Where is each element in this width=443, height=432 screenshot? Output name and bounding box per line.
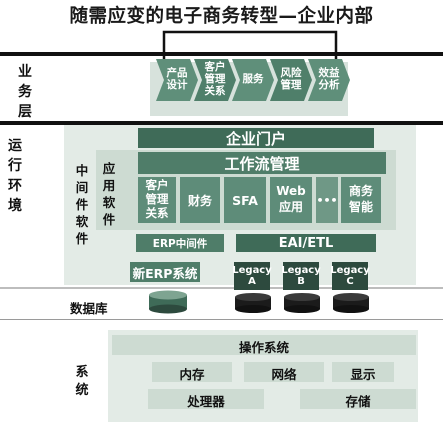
process-crm: 客户管理关系 xyxy=(204,61,226,98)
eai-etl-label: EAI/ETL xyxy=(278,235,334,251)
app-finance: 财务 xyxy=(180,177,220,223)
os-bar xyxy=(112,335,416,355)
memory-label: 内存 xyxy=(179,367,205,382)
process-benefit-analysis: 效益分析 xyxy=(318,67,340,92)
new-erp-system-box: 新ERP系统 xyxy=(130,262,200,282)
process-risk-management: 风险管理 xyxy=(280,67,302,92)
database-cylinder-legacy-c xyxy=(333,293,369,313)
enterprise-portal-bar: 企业门户 xyxy=(138,128,374,148)
process-connector-bracket xyxy=(162,30,338,62)
storage-cell xyxy=(300,389,416,409)
workflow-management-label: 工作流管理 xyxy=(224,154,300,173)
system-label: 系 统 xyxy=(75,365,89,398)
app-sfa: SFA xyxy=(224,177,266,223)
enterprise-portal-label: 企业门户 xyxy=(225,129,286,148)
top-divider xyxy=(0,52,443,56)
middleware-label: 中 间 件 软 件 xyxy=(75,163,89,246)
database-cylinder-legacy-b xyxy=(284,293,320,313)
memory-cell xyxy=(152,362,232,382)
runtime-divider xyxy=(0,287,443,289)
process-product-design: 产品设计 xyxy=(166,67,188,92)
database-cylinder-legacy-a xyxy=(235,293,271,313)
app-software-label: 应 用 软 件 xyxy=(102,161,116,227)
app-crm: 客户管理关系 xyxy=(138,177,176,223)
eai-etl-bar: EAI/ETL xyxy=(236,234,376,252)
storage-label: 存储 xyxy=(345,394,371,409)
app-business-intelligence: 商务智能 xyxy=(341,177,381,223)
business-process-arrows xyxy=(156,59,350,101)
business-layer-divider xyxy=(0,121,443,125)
database-cylinder-erp xyxy=(149,290,187,314)
network-label: 网络 xyxy=(271,367,297,382)
network-cell xyxy=(244,362,324,382)
process-service: 服务 xyxy=(242,73,264,85)
business-layer-label: 业 务 层 xyxy=(18,64,32,120)
display-label: 显示 xyxy=(350,367,376,382)
workflow-management-bar: 工作流管理 xyxy=(138,152,386,174)
runtime-environment-label: 运 行 环 境 xyxy=(8,138,22,214)
processor-label: 处理器 xyxy=(187,394,225,409)
new-erp-system-label: 新ERP系统 xyxy=(132,265,198,281)
database-label: 数据库 xyxy=(70,301,108,316)
os-label: 操作系统 xyxy=(238,340,289,355)
erp-middleware-bar: ERP中间件 xyxy=(136,234,224,252)
display-cell xyxy=(332,362,394,382)
erp-middleware-label: ERP中间件 xyxy=(152,237,208,250)
page-title: 随需应变的电子商务转型—企业内部 xyxy=(69,6,374,27)
processor-cell xyxy=(148,389,264,409)
database-divider xyxy=(0,319,443,320)
app-more: ••• xyxy=(316,177,338,223)
